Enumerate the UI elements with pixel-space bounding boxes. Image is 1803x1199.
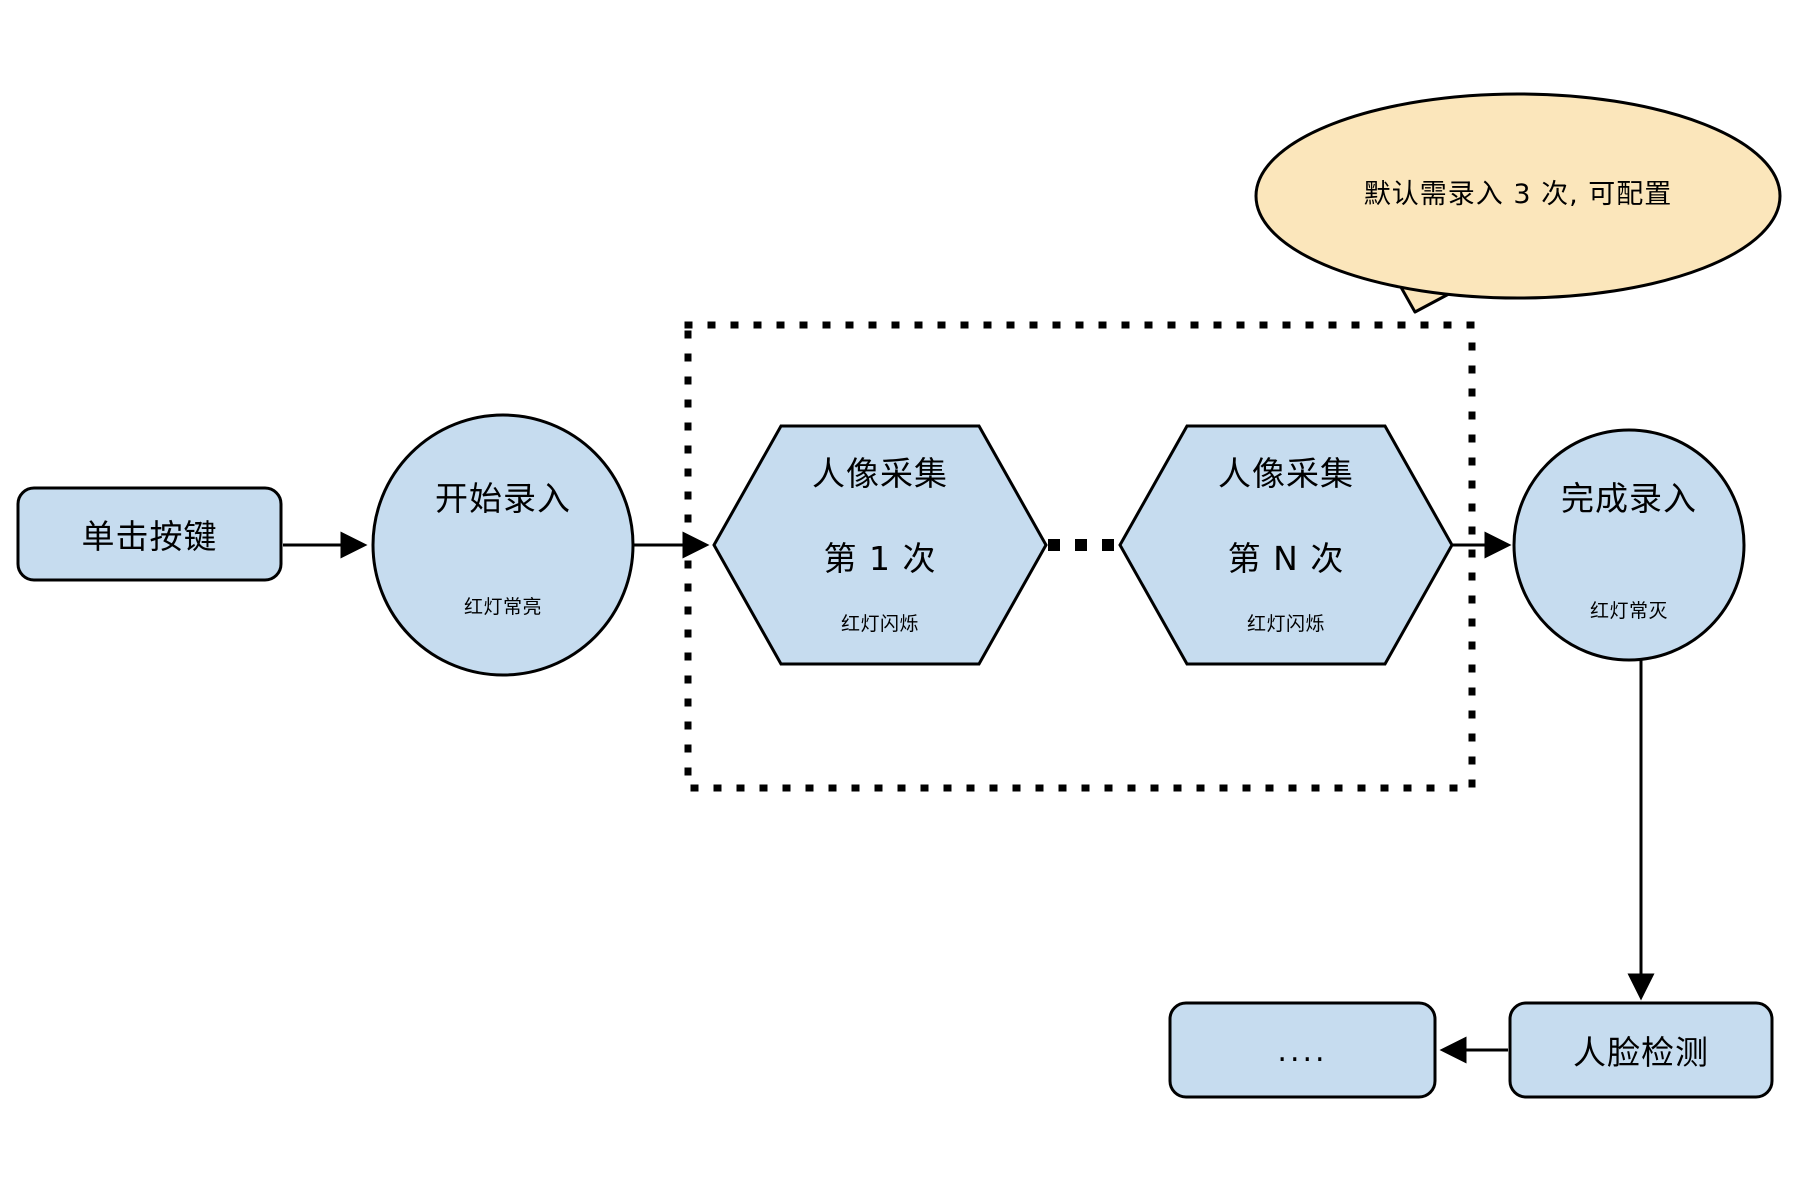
node-face-detect-shape[interactable] — [1508, 1001, 1774, 1099]
callout-bubble[interactable] — [1254, 92, 1782, 300]
capture-loop-group-box — [684, 321, 1476, 792]
node-capture-nth-shape[interactable] — [1118, 424, 1454, 666]
node-capture-first-shape[interactable] — [712, 424, 1048, 666]
node-start-enroll-shape[interactable] — [371, 413, 635, 677]
node-more-steps-shape[interactable] — [1168, 1001, 1437, 1099]
node-finish-enroll-shape[interactable] — [1512, 428, 1746, 662]
node-click-key-shape[interactable] — [16, 486, 283, 582]
hexagon-ellipsis-dots — [1048, 539, 1114, 551]
callout-tail-cover — [1381, 250, 1489, 272]
